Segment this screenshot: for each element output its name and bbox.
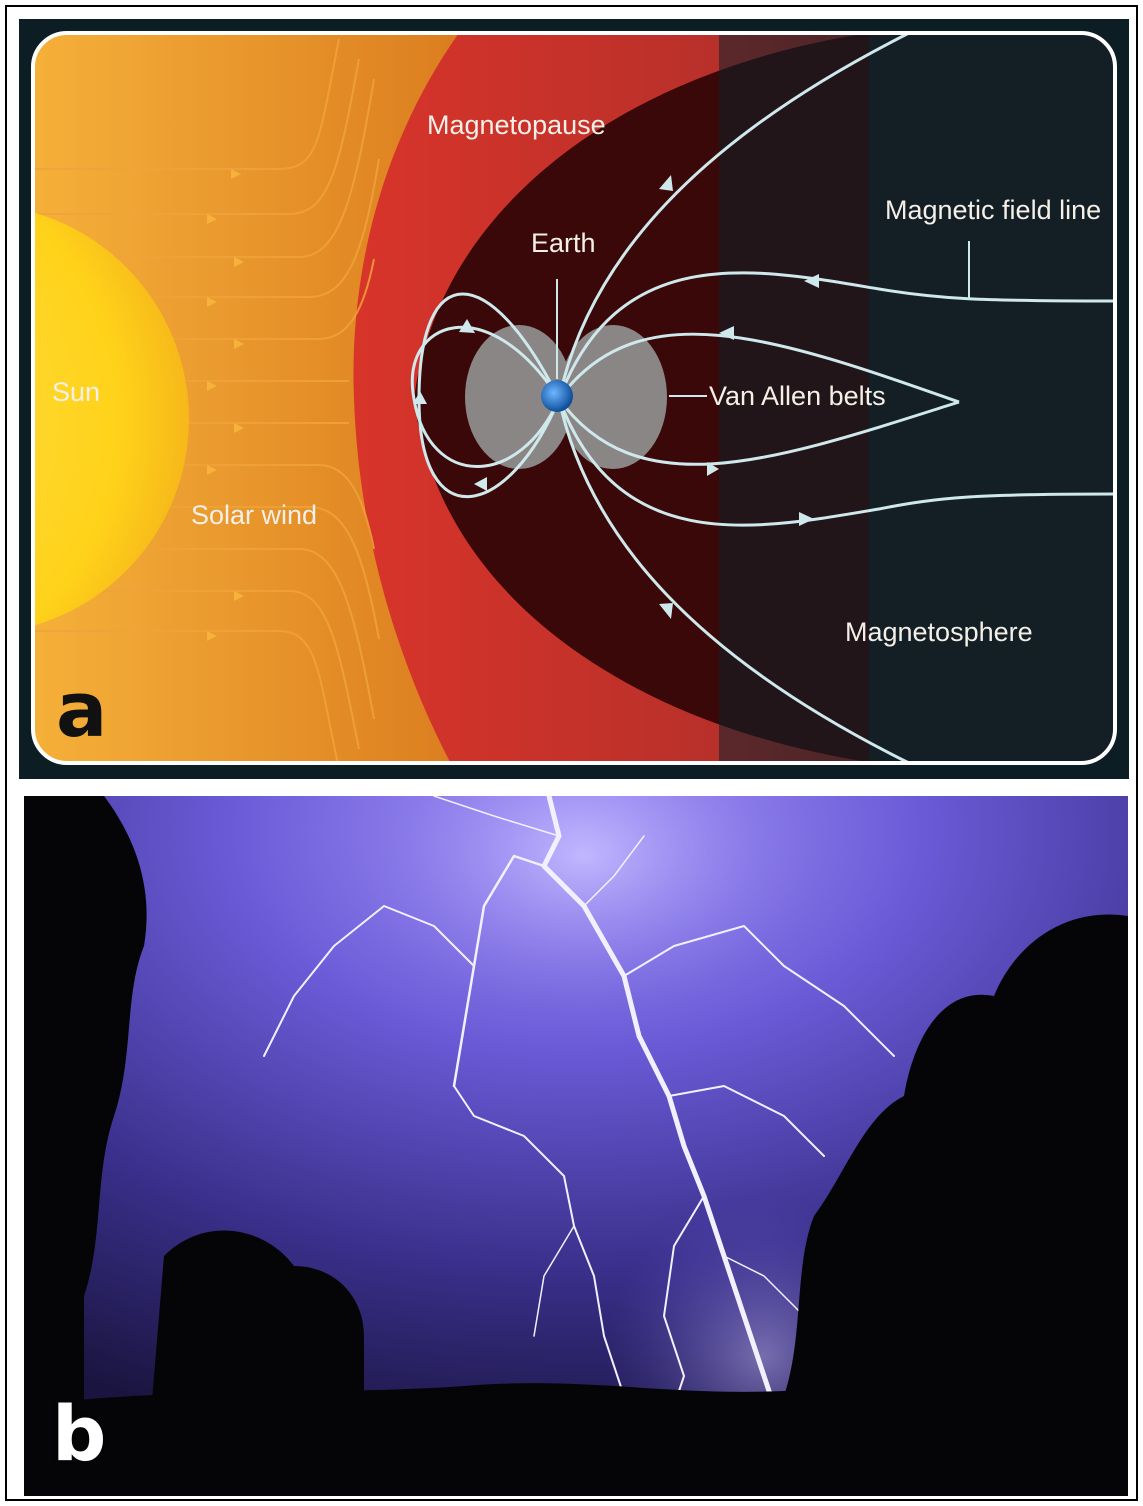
label-magnetopause: Magnetopause: [427, 110, 606, 140]
label-sun: Sun: [52, 377, 100, 407]
label-earth: Earth: [531, 228, 596, 258]
label-solar-wind: Solar wind: [191, 500, 317, 530]
panel-letter-b: b: [52, 1389, 107, 1478]
panel-a-magnetosphere-diagram: Sun Solar wind Magnetopause Earth Van Al…: [19, 19, 1129, 779]
solar-wind-arrows: [207, 169, 244, 641]
lightning-svg: [24, 796, 1128, 1496]
label-magnetic-field-line: Magnetic field line: [885, 195, 1101, 225]
sun: [33, 204, 189, 634]
van-allen-belt-right: [559, 325, 667, 469]
label-magnetosphere: Magnetosphere: [845, 617, 1033, 647]
magnetosphere-svg: Sun Solar wind Magnetopause Earth Van Al…: [19, 19, 1129, 779]
diagram-border: [31, 31, 1117, 765]
earth: [541, 380, 573, 412]
panel-letter-a: a: [56, 665, 108, 754]
magnetic-field-lines: [410, 33, 1115, 763]
panel-b-lightning-photo: [24, 796, 1128, 1496]
field-line-arrows: [413, 175, 819, 619]
label-van-allen-belts: Van Allen belts: [709, 381, 886, 411]
van-allen-belt-left: [465, 325, 573, 469]
tree-silhouettes: [24, 796, 1128, 1496]
